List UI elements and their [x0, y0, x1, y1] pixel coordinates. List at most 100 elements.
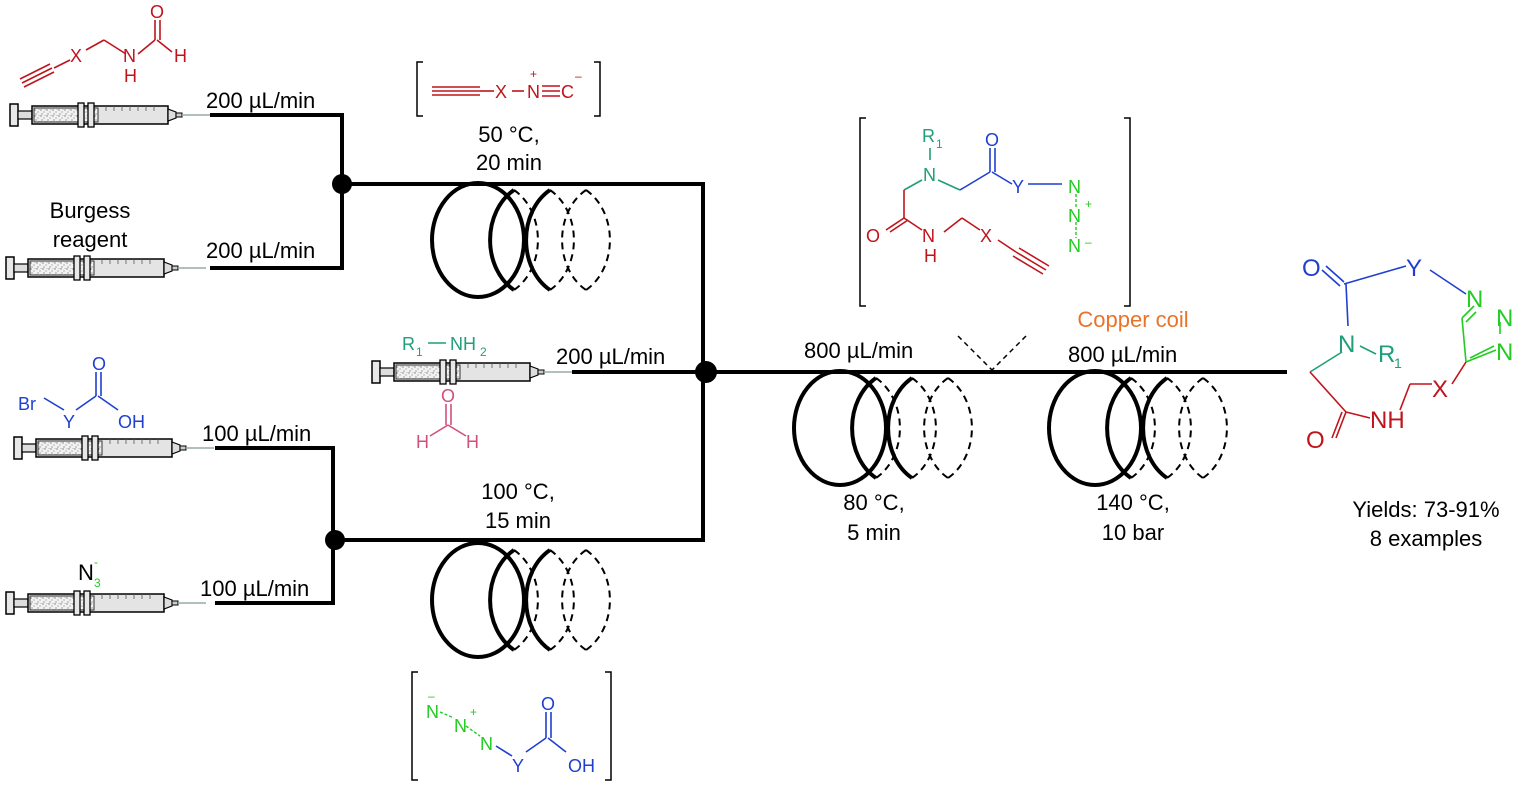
svg-text:H: H [416, 432, 429, 452]
coil-4 [1047, 369, 1229, 487]
svg-text:NH: NH [1370, 407, 1405, 434]
svg-text:OH: OH [118, 412, 145, 432]
svg-text:1: 1 [416, 345, 423, 359]
junction-top [332, 174, 352, 194]
svg-text:N: N [1466, 286, 1483, 313]
svg-text:N: N [923, 165, 936, 185]
junction-bottom [325, 530, 345, 550]
coil4-pressure: 10 bar [1102, 520, 1164, 545]
svg-text:+: + [1085, 197, 1092, 211]
svg-text:+: + [530, 67, 537, 81]
junction-main [695, 361, 717, 383]
svg-text:N: N [480, 734, 493, 754]
svg-text:H: H [924, 246, 937, 266]
svg-text:O: O [1302, 255, 1321, 282]
svg-text:N: N [922, 226, 935, 246]
svg-text:X: X [1432, 376, 1448, 403]
svg-text:O: O [1306, 427, 1325, 454]
bromo-acid-structure: Br Y O OH [18, 354, 145, 432]
svg-text:R: R [922, 126, 935, 146]
azido-acid-intermediate: N – N + N Y O OH [411, 671, 612, 781]
svg-text:O: O [866, 226, 880, 246]
flow-rate-main-1: 800 µL/min [804, 338, 913, 363]
svg-text:OH: OH [568, 756, 595, 776]
svg-text:3: 3 [94, 576, 101, 590]
coil-1 [430, 181, 612, 299]
formamide-structure [19, 20, 173, 88]
syringe-2 [5, 255, 207, 281]
svg-text:C: C [561, 82, 574, 102]
svg-text:Y: Y [1406, 255, 1422, 282]
svg-text:N: N [123, 46, 136, 66]
svg-text:N: N [78, 560, 94, 585]
formamide-atoms: X N H O H [70, 2, 187, 86]
svg-text:1: 1 [936, 137, 943, 151]
svg-text:H: H [466, 432, 479, 452]
coil1-time: 20 min [476, 150, 542, 175]
syringe-4 [5, 590, 207, 616]
svg-text:Y: Y [1012, 177, 1024, 197]
syringe-3 [13, 435, 215, 461]
coil4-temp: 140 °C, [1096, 490, 1170, 515]
svg-text:O: O [92, 354, 106, 374]
copper-coil-label: Copper coil [1077, 307, 1188, 332]
coil1-temp: 50 °C, [478, 122, 539, 147]
svg-text:Y: Y [63, 412, 75, 432]
azide-reagent-label: N 3 - [78, 555, 101, 590]
syringe-1 [9, 102, 211, 128]
flow-rate-1: 200 µL/min [206, 88, 315, 113]
svg-text:X: X [980, 226, 992, 246]
svg-text:N: N [426, 702, 439, 722]
coil-2 [430, 541, 612, 659]
svg-text:N: N [1068, 236, 1081, 256]
svg-text:O: O [441, 386, 455, 406]
svg-text:N: N [1496, 305, 1513, 332]
svg-text:N: N [1496, 339, 1513, 366]
svg-text:–: – [428, 689, 435, 703]
burgess-label-line1: Burgess [50, 198, 131, 223]
svg-text:–: – [575, 69, 582, 83]
amine-structure: R 1 NH 2 [402, 334, 487, 359]
examples-label: 8 examples [1370, 526, 1483, 551]
svg-text:1: 1 [1394, 355, 1402, 371]
svg-text:N: N [527, 82, 540, 102]
coil2-temp: 100 °C, [481, 479, 555, 504]
svg-text:NH: NH [450, 334, 476, 354]
svg-text:O: O [150, 2, 164, 22]
flow-rate-main-2: 800 µL/min [1068, 342, 1177, 367]
svg-text:Y: Y [512, 756, 524, 776]
svg-text:N: N [1338, 331, 1355, 358]
svg-text:H: H [174, 46, 187, 66]
svg-text:N: N [1068, 206, 1081, 226]
ugi-intermediate: R 1 N O Y N N + N – O N H X [859, 117, 1131, 371]
coil3-temp: 80 °C, [843, 490, 904, 515]
svg-text:X: X [495, 82, 507, 102]
svg-text:+: + [470, 705, 477, 719]
coil2-time: 15 min [485, 508, 551, 533]
isocyanide-intermediate: X N + C – [416, 61, 601, 117]
yields-label: Yields: 73-91% [1352, 497, 1499, 522]
svg-text:-: - [94, 555, 98, 569]
flow-rate-5: 200 µL/min [556, 344, 665, 369]
macrocycle-product: O Y N R 1 N N N X NH O [1302, 255, 1513, 454]
coil3-time: 5 min [847, 520, 901, 545]
svg-text:H: H [124, 66, 137, 86]
svg-text:O: O [985, 130, 999, 150]
coil-3 [792, 369, 974, 487]
svg-text:O: O [541, 694, 555, 714]
flow-rate-4: 100 µL/min [200, 576, 309, 601]
flow-rate-3: 100 µL/min [202, 421, 311, 446]
flow-lines [210, 113, 1287, 605]
syringe-5 [371, 359, 573, 385]
formaldehyde-structure: O H H [416, 386, 479, 452]
flow-rate-2: 200 µL/min [206, 238, 315, 263]
svg-text:Br: Br [18, 394, 36, 414]
svg-text:N: N [454, 716, 467, 736]
svg-text:–: – [1085, 235, 1092, 249]
svg-text:X: X [70, 46, 82, 66]
svg-text:R: R [1378, 341, 1395, 368]
svg-text:2: 2 [480, 345, 487, 359]
svg-text:N: N [1068, 177, 1081, 197]
svg-text:R: R [402, 334, 415, 354]
